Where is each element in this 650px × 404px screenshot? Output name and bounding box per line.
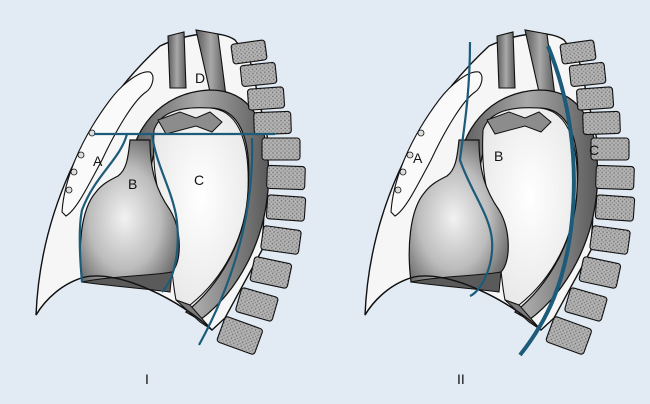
- panel-I: A B C D I: [35, 29, 307, 387]
- paravertebral-boundary-line: [518, 45, 576, 357]
- label-C: C: [194, 172, 204, 188]
- label-B: B: [128, 176, 137, 192]
- posterior-boundary-line: [198, 137, 254, 346]
- anterior-boundary-line: [78, 133, 129, 283]
- panel-II: A B C II: [364, 29, 636, 387]
- anterior-posterior-boundary-line: [458, 41, 494, 298]
- panel-I-anatomy: [35, 29, 307, 356]
- middle-boundary-line: [150, 133, 179, 293]
- label-B: B: [494, 148, 503, 164]
- label-D: D: [195, 70, 205, 86]
- panel-I-boundaries: [78, 132, 275, 346]
- panel-caption: I: [145, 371, 149, 387]
- panel-II-boundaries: [458, 41, 576, 357]
- label-A: A: [93, 153, 103, 169]
- label-C: C: [589, 142, 599, 158]
- panel-caption: II: [457, 371, 465, 387]
- panel-II-anatomy: [364, 29, 636, 356]
- label-A: A: [413, 150, 423, 166]
